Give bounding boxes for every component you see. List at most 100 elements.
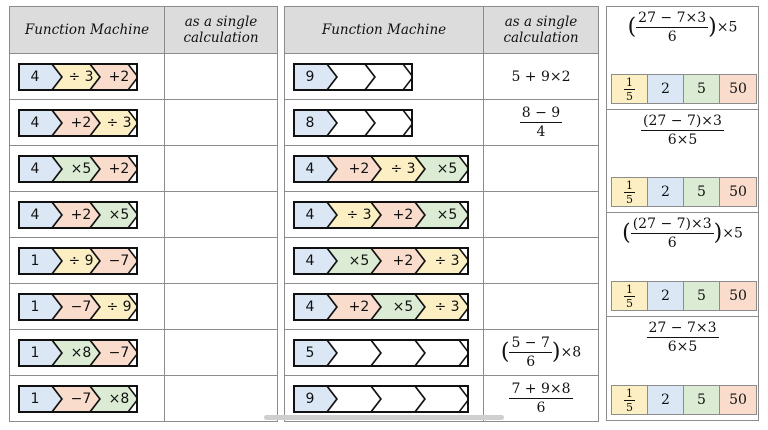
option-50[interactable]: 50: [720, 178, 756, 206]
horizontal-scrollbar[interactable]: [264, 415, 504, 420]
machine-operation: +2: [348, 160, 370, 177]
machine-shape: [293, 108, 413, 137]
answer-cell[interactable]: 5 + 9×2: [483, 53, 599, 100]
machine-frame: [293, 292, 469, 321]
table-row: 4+2×5: [9, 191, 278, 238]
answer-cell[interactable]: [164, 283, 278, 330]
machine-operation: ×5: [108, 206, 130, 223]
option-5[interactable]: 5: [684, 178, 720, 206]
option-2[interactable]: 2: [648, 386, 684, 414]
table-row: 4+2÷ 3: [9, 99, 278, 146]
machine-frame: [293, 200, 469, 229]
answer-cell[interactable]: [164, 237, 278, 284]
machine-shape: [18, 108, 138, 137]
machine-operation: ÷ 9: [68, 252, 94, 269]
machine-cell: 4 ÷ 3 +2 ×5: [284, 191, 484, 238]
machine-shape: [18, 292, 138, 321]
answer-cell[interactable]: [483, 191, 599, 238]
table-row: 4 ÷ 3 +2 ×5: [284, 191, 599, 238]
machine-input-value: 4: [305, 206, 315, 223]
machine-frame: [18, 384, 138, 413]
machine-operation: +2: [392, 206, 414, 223]
option-5[interactable]: 5: [684, 282, 720, 310]
machine-operation: +2: [70, 114, 92, 131]
machine-operation: ÷ 9: [106, 298, 132, 315]
machine-operation: [337, 63, 375, 91]
machine-frame: [293, 108, 413, 137]
denominator: 5: [626, 400, 633, 414]
table-row: 1−7×8: [9, 375, 278, 422]
machine-shape: [18, 384, 138, 413]
left-paren: (: [500, 339, 510, 365]
denominator: 6: [536, 400, 546, 416]
machine-operation: −7: [70, 298, 92, 315]
right-paren: ): [713, 220, 723, 246]
machine-input-value: 4: [30, 160, 40, 177]
header-function-machine: Function Machine: [284, 6, 484, 54]
machine-cell: 4×5+2: [9, 145, 165, 192]
option-5[interactable]: 5: [684, 386, 720, 414]
option-2[interactable]: 2: [648, 75, 684, 103]
table-row: 4+2×5÷ 3: [284, 283, 599, 330]
answer-cell[interactable]: [483, 283, 599, 330]
machine-shape: [18, 246, 138, 275]
option-2[interactable]: 2: [648, 282, 684, 310]
table-row: 1×8−7: [9, 329, 278, 376]
machine-frame: [18, 246, 138, 275]
machine-operation: ×5: [436, 206, 458, 223]
answer-cell[interactable]: [483, 145, 599, 192]
machine-operation: +2: [108, 68, 130, 85]
header-single-calculation: as a single calculation: [483, 6, 599, 54]
answer-cell[interactable]: [164, 375, 278, 422]
machine-operation: [425, 339, 469, 367]
denominator: 6: [526, 354, 536, 370]
machine-frame: [18, 200, 138, 229]
answer-cell[interactable]: [164, 145, 278, 192]
machine-input-value: 1: [30, 298, 40, 315]
machine-shape: [18, 338, 138, 367]
machine-frame: [18, 62, 138, 91]
function-machine: 4×5+2: [18, 154, 138, 183]
calculation-text: 5 + 9×2: [511, 68, 571, 85]
numerator: 7 + 9×8: [509, 381, 573, 399]
machine-input-value: 1: [30, 390, 40, 407]
function-machine: 4 ÷ 3 +2 ×5: [293, 200, 469, 229]
option-5[interactable]: 5: [684, 75, 720, 103]
answer-cell[interactable]: [164, 329, 278, 376]
multiplier: ×8: [560, 344, 582, 361]
option-50[interactable]: 50: [720, 386, 756, 414]
table-row: 4×5+2: [9, 145, 278, 192]
function-machine: 4+2÷ 3×5: [293, 154, 469, 183]
option-50[interactable]: 50: [720, 75, 756, 103]
machine-cell: 4+2÷ 3×5: [284, 145, 484, 192]
machine-operation: ÷ 3: [346, 206, 372, 223]
option-2[interactable]: 2: [648, 178, 684, 206]
answer-cell[interactable]: [164, 53, 278, 100]
machine-cell: 4+2×5÷ 3: [284, 283, 484, 330]
machine-input-value: 4: [30, 206, 40, 223]
machine-frame: [293, 338, 469, 367]
answer-cell[interactable]: [483, 237, 599, 284]
answer-cell[interactable]: [164, 191, 278, 238]
option-50[interactable]: 50: [720, 282, 756, 310]
answer-cell[interactable]: [164, 99, 278, 146]
machine-cell: 1×8−7: [9, 329, 165, 376]
